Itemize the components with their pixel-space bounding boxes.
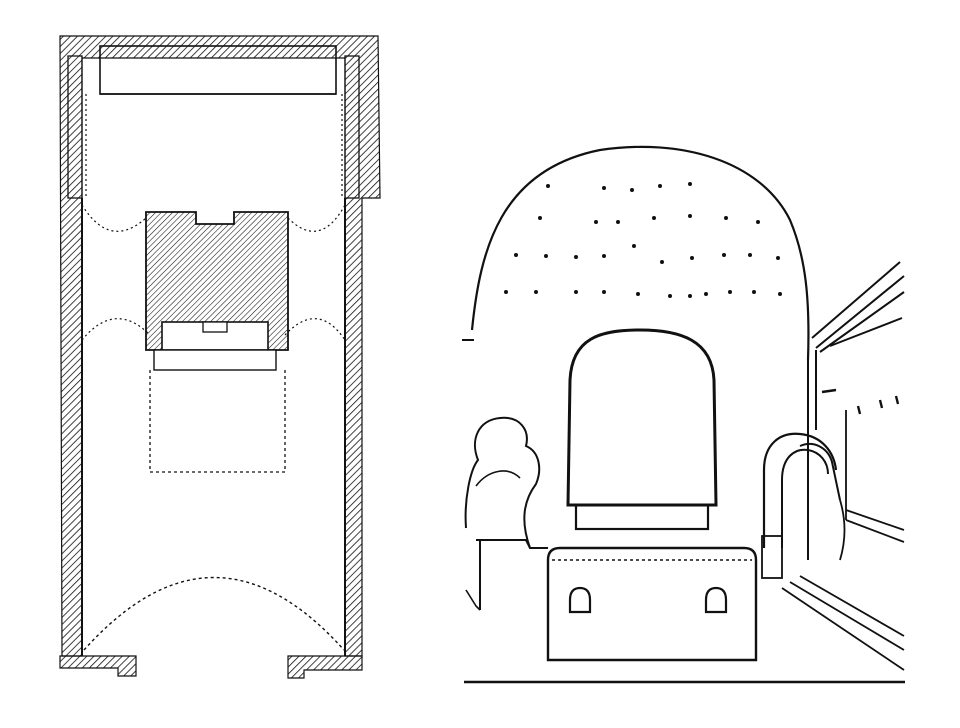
floor-plan (59, 35, 381, 679)
view-left-block (476, 539, 548, 610)
plan-central-niche-inner (202, 321, 228, 333)
plan-dotted-projection (149, 370, 286, 473)
view-right-arch-cap (799, 443, 841, 501)
plan-step (153, 349, 277, 371)
plan-upper-cell-right (344, 55, 360, 199)
plan-entrance-left-stub (59, 655, 137, 677)
view-right-arch-outer (762, 432, 838, 548)
plan-entrance-right-stub (287, 655, 363, 679)
view-central-arch (566, 328, 718, 507)
view-left-base (465, 589, 481, 611)
view-right-wall-bench (845, 410, 905, 543)
view-altar (546, 546, 758, 662)
plan-dotted-arch-upper-right (287, 204, 346, 232)
view-left-pillar (464, 416, 541, 549)
plan-dotted-entrance-arch (83, 577, 345, 651)
plan-dotted-arch-upper-left (81, 204, 147, 232)
view-floor-lines (781, 575, 905, 671)
view-altar-opening-right (704, 586, 728, 614)
view-right-wall-cornice (811, 261, 905, 353)
view-right-arch-jamb (839, 499, 846, 561)
plan-dotted-arch-lower-right (284, 318, 346, 341)
view-right-small-block (761, 535, 783, 579)
view-right-wall-edge (807, 350, 817, 560)
view-arch-ledge (574, 503, 710, 531)
plan-dotted-arch-lower-left (81, 318, 151, 341)
view-right-wall-dots (821, 388, 900, 415)
plan-upper-cell-left (67, 55, 83, 199)
view-dome-dots (504, 182, 782, 298)
view-right-arch-inner (781, 448, 829, 548)
view-left-pillar-inner (475, 470, 521, 487)
interior-perspective (462, 145, 905, 684)
view-dome (470, 145, 810, 361)
view-altar-opening-left (568, 586, 592, 614)
